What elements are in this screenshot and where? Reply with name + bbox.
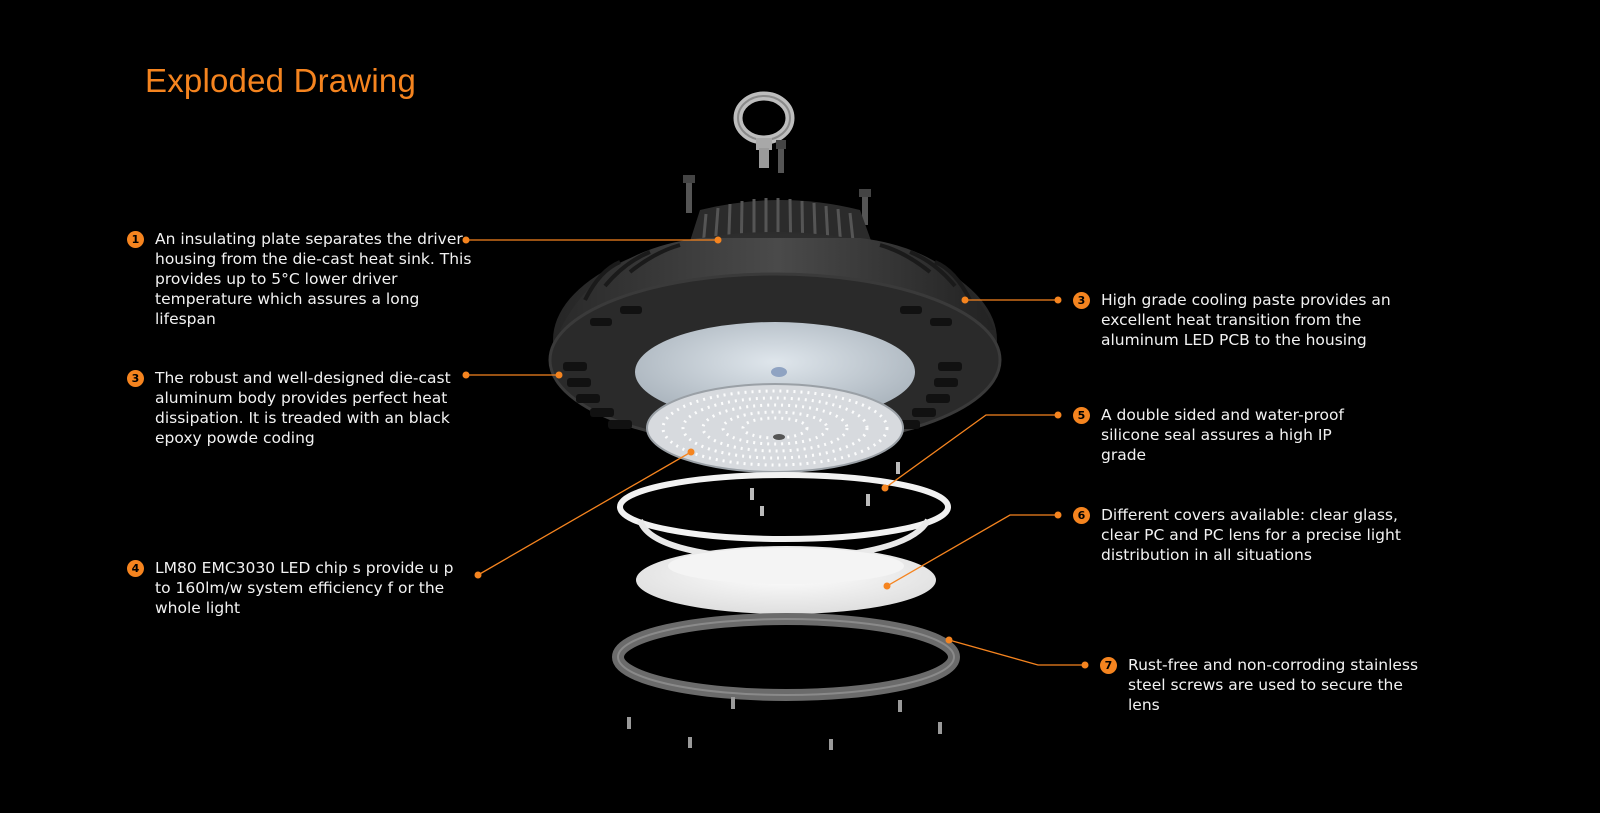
top-screws <box>683 175 871 225</box>
eye-bolt <box>733 91 795 173</box>
leader-dots <box>462 236 1089 669</box>
led-pcb-board <box>646 383 904 473</box>
callout-led-chips: LM80 EMC3030 LED chip s provide u p to 1… <box>155 559 454 617</box>
callout-covers: Different covers available: clear glass,… <box>1101 506 1401 564</box>
callout-insulating-plate: An insulating plate separates the driver… <box>155 230 472 328</box>
stainless-ring <box>612 613 960 701</box>
lens-cover <box>636 546 936 614</box>
callout-badge-4: 4 <box>127 560 144 577</box>
callout-badge-7: 7 <box>1100 657 1117 674</box>
page-title: Exploded Drawing <box>145 62 417 99</box>
callout-silicone-seal: A double sided and water-proof silicone … <box>1101 406 1344 464</box>
leader-lines <box>466 239 1085 666</box>
callout-die-cast-body: The robust and well-designed die-cast al… <box>155 369 451 447</box>
pcb-screws <box>750 462 900 516</box>
callout-cooling-paste: High grade cooling paste provides an exc… <box>1101 291 1391 349</box>
lens-screws <box>627 697 942 750</box>
callout-badge-1: 1 <box>127 231 144 248</box>
callout-badge-3-right: 3 <box>1073 292 1090 309</box>
callout-badge-6: 6 <box>1073 507 1090 524</box>
callout-badge-5: 5 <box>1073 407 1090 424</box>
callout-steel-screws: Rust-free and non-corroding stainless st… <box>1128 656 1419 714</box>
callout-badge-3-left: 3 <box>127 370 144 387</box>
